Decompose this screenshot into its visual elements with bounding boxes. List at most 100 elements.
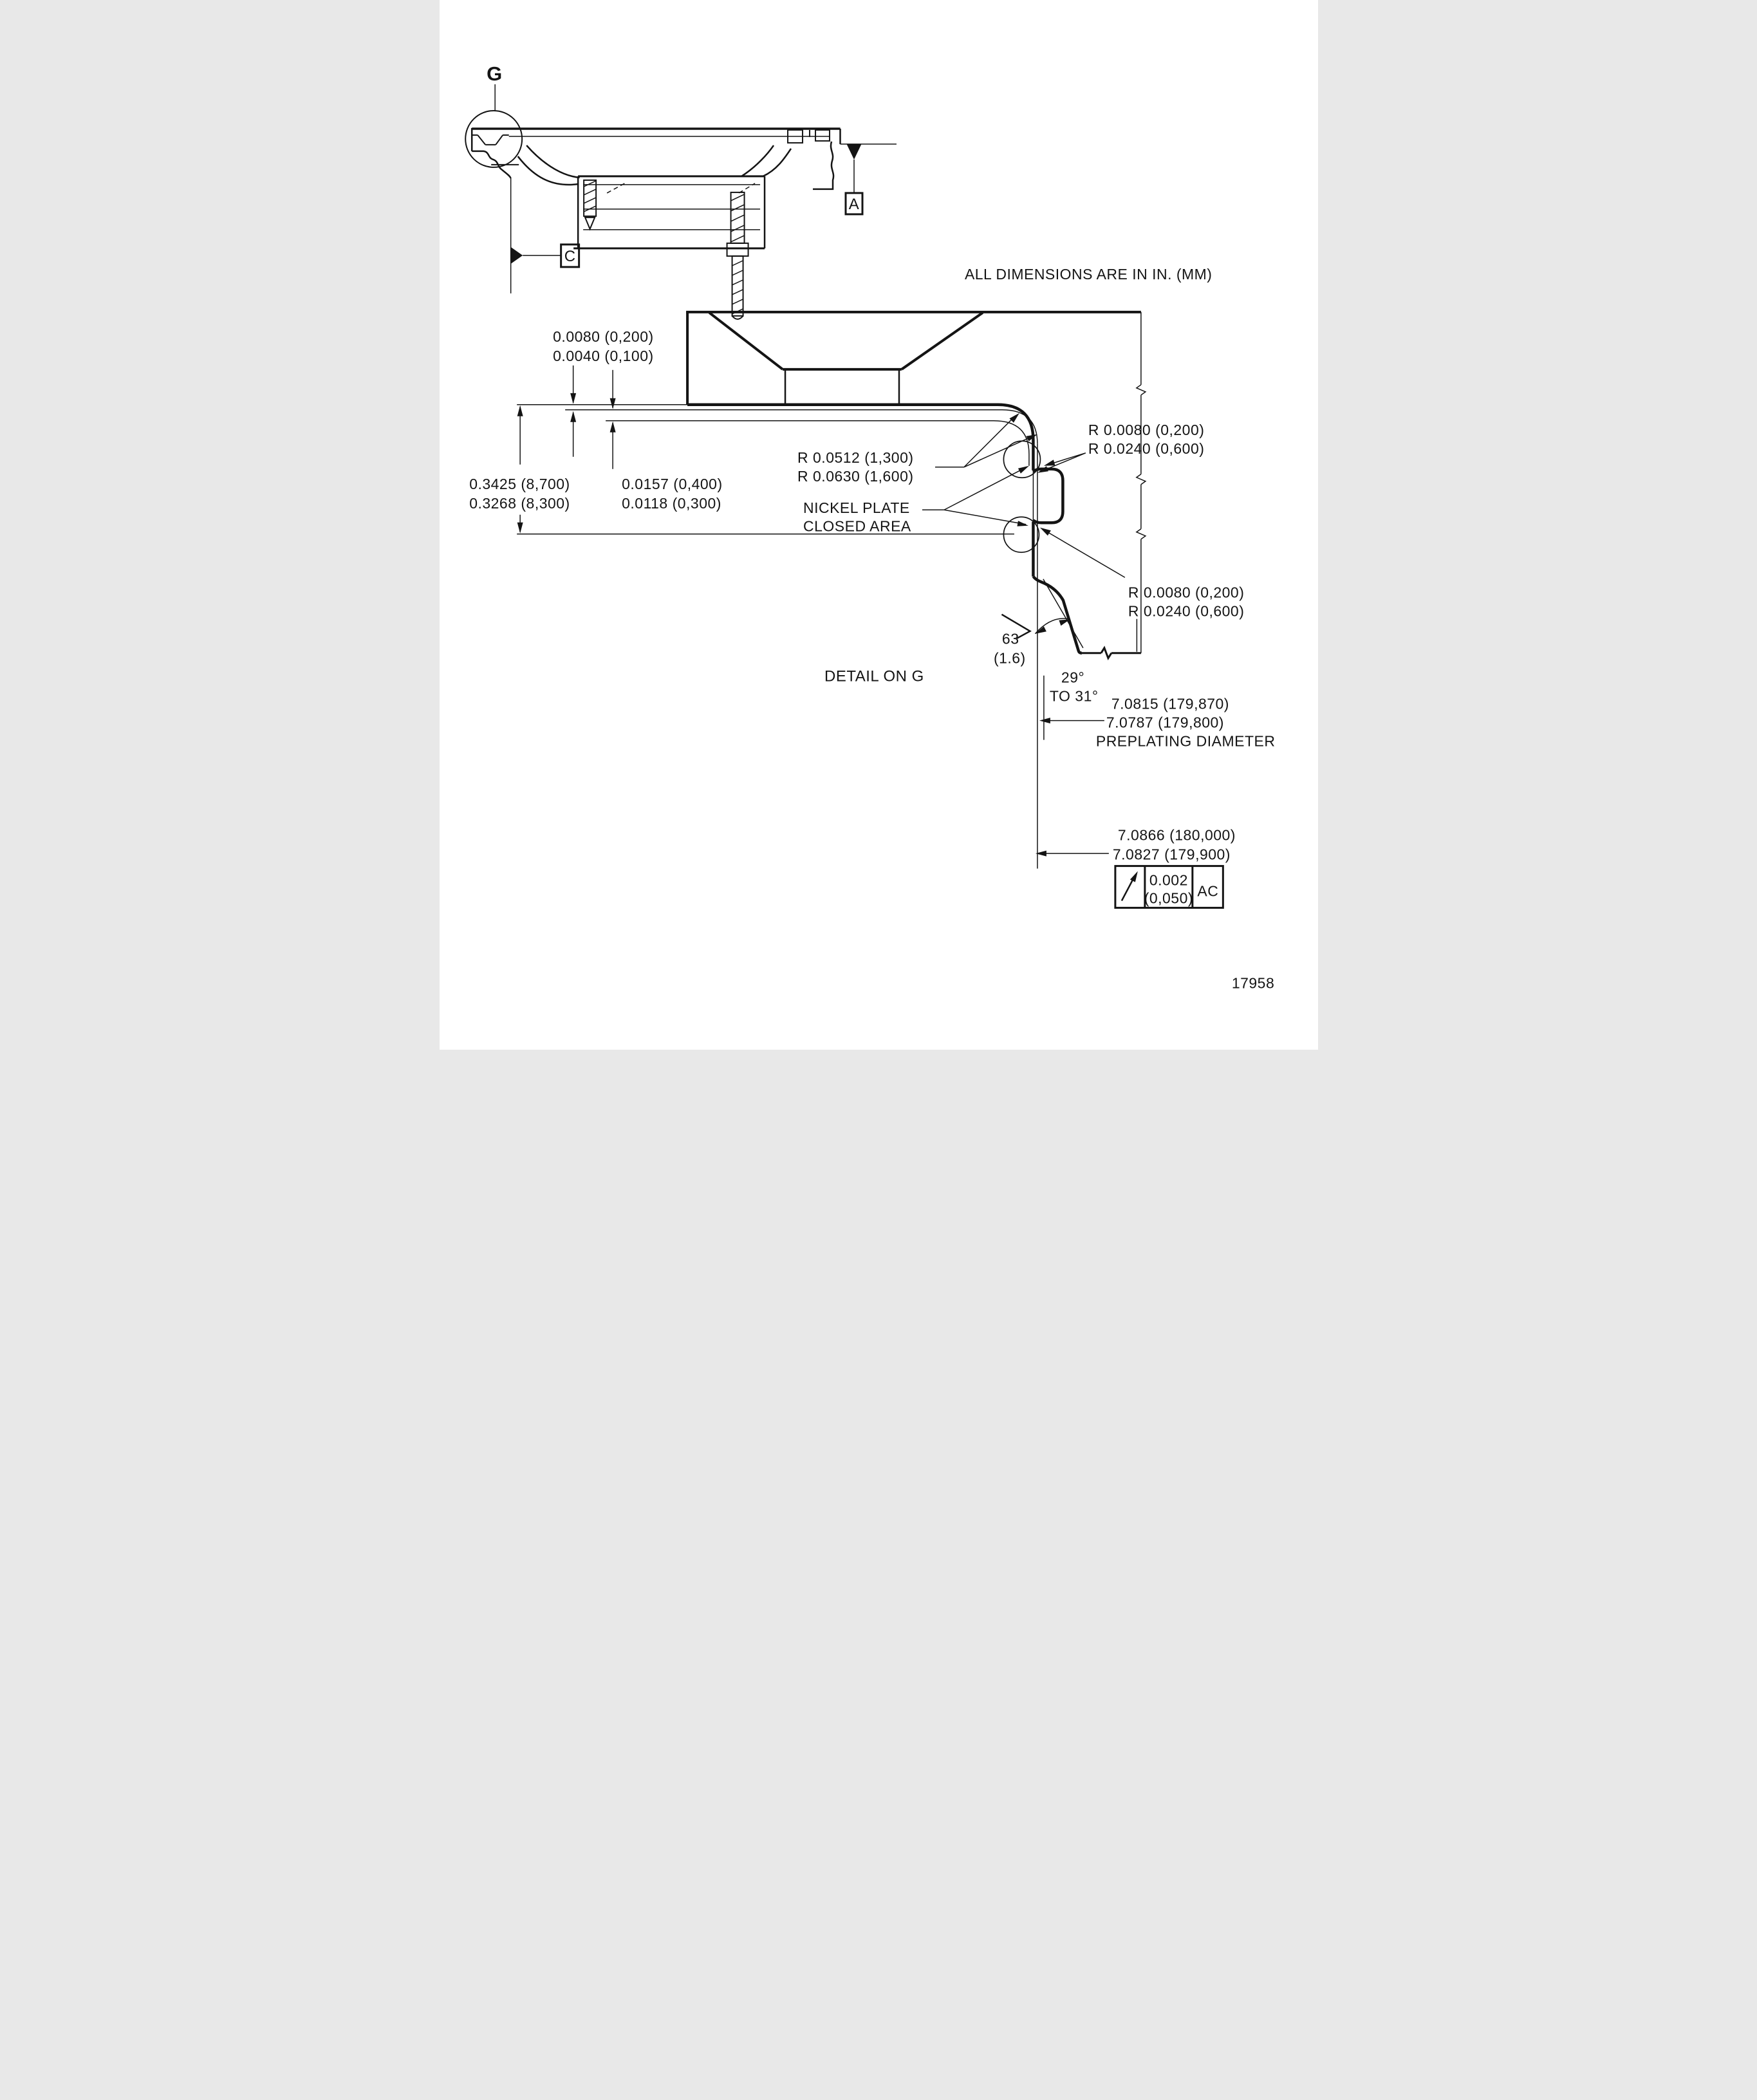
plating-line-1 (564, 409, 1038, 444)
surface-finish-symbol: 63 (1.6) (993, 613, 1032, 667)
nickel-note-line2: CLOSED AREA (803, 518, 911, 535)
arrow-icon (517, 405, 523, 416)
detail-g-view: 63 (1.6) 29° TO 31° 7.0815 (179,870) 7.0… (469, 310, 1275, 909)
datum-c-box (559, 243, 580, 268)
plate-gap-lower-line1: 0.0157 (0,400) (622, 476, 723, 492)
tip-countersink (471, 134, 509, 145)
arrow-icon (609, 398, 616, 409)
arrow-icon (1037, 466, 1048, 473)
chamfer-reference-line (1042, 579, 1084, 649)
datum-a-flag: A (840, 144, 897, 216)
arrow-icon (570, 393, 576, 404)
detail-circle (464, 109, 523, 168)
preplating-label: PREPLATING DIAMETER (1095, 733, 1275, 750)
right-arm-upper (762, 148, 792, 178)
units-note: ALL DIMENSIONS ARE IN IN. (MM) (964, 266, 1212, 283)
left-arm-lower (517, 156, 579, 186)
bead-radius-lower-line1: R 0.0080 (0,200) (1128, 584, 1244, 601)
arrow-icon (1009, 413, 1019, 423)
spoke-arms (517, 145, 792, 194)
flange-height-line2: 0.3268 (8,300) (469, 495, 570, 512)
fcf-tolerance: 0.002 (1149, 872, 1187, 889)
bead-radius-upper-line2: R 0.0240 (0,600) (1088, 440, 1204, 457)
funnel-right-slope (900, 311, 983, 371)
fcf-box (1113, 865, 1224, 909)
arrow-icon (1018, 465, 1029, 474)
far-side-extension-line (1135, 311, 1146, 653)
corner-radius-line1: R 0.0512 (1,300) (797, 449, 914, 466)
bead-radius-lower-line2: R 0.0240 (0,600) (1128, 603, 1244, 620)
angle-dimension: 29° TO 31° (1034, 618, 1098, 705)
arrow-icon (1039, 527, 1051, 536)
arrow-icon (1034, 626, 1046, 634)
runout-symbol-icon (1120, 877, 1135, 902)
section-view: G (464, 62, 897, 320)
stud-tip (731, 315, 743, 320)
finish-value: 63 (1001, 631, 1019, 647)
plating-line-2 (605, 420, 1030, 466)
angle-value-2: TO 31° (1049, 688, 1098, 705)
arrow-icon (517, 522, 523, 534)
plate-gap-lower-line2: 0.0118 (0,300) (622, 495, 721, 512)
nickel-note-line1: NICKEL PLATE (803, 499, 910, 516)
right-ribbed-edge (812, 141, 834, 190)
angle-arc (1034, 618, 1070, 635)
arrow-icon (1016, 521, 1028, 526)
fcf-tolerance-mm: (0,050) (1144, 890, 1193, 907)
datum-a-label: A (848, 196, 859, 213)
outer-diameter-line1: 7.0866 (180,000) (1117, 827, 1235, 844)
right-stud (726, 191, 749, 320)
preplating-line1: 7.0815 (179,870) (1111, 696, 1229, 712)
datum-c-label: C (564, 248, 575, 265)
bead-bump (1032, 467, 1064, 525)
detail-circle-label: G (487, 62, 503, 85)
hub-section (573, 175, 765, 320)
arrow-icon (1025, 434, 1037, 441)
engineering-drawing: G (464, 62, 1275, 992)
figure-number: 17958 (1231, 975, 1274, 992)
arrow-icon (1058, 619, 1070, 626)
corner-radius-leader (934, 415, 1034, 468)
right-arm-lower (740, 145, 774, 177)
bottom-edge-with-break (1081, 646, 1141, 661)
left-stud-body (582, 179, 597, 217)
finish-metric: (1.6) (993, 650, 1025, 667)
reference-lines (516, 311, 1146, 869)
left-stud-tip (584, 216, 596, 231)
feature-control-frame: 0.002 (0,050) AC (1113, 865, 1224, 909)
lower-bead-radius-leader (1042, 528, 1125, 578)
arrow-icon (1043, 460, 1055, 466)
plate-gap-upper-line1: 0.0080 (0,200) (553, 328, 654, 345)
funnel-left-slope (708, 311, 783, 371)
runout-arrow-icon (1130, 871, 1138, 882)
countersink-funnel (708, 311, 983, 404)
outer-diameter-dimension: 7.0866 (180,000) 7.0827 (179,900) (1035, 827, 1235, 863)
nickel-plate-leader (922, 467, 1027, 525)
finish-check-icon (1001, 613, 1032, 640)
datum-c-flag: C (510, 178, 580, 293)
drawing-sheet: G (439, 0, 1318, 1050)
fcf-datum-ref: AC (1197, 883, 1218, 900)
left-arm-upper (525, 145, 580, 179)
datum-a-triangle-icon (846, 144, 862, 160)
stud-thread (731, 255, 744, 317)
left-stud (582, 179, 597, 231)
arrow-icon (1035, 850, 1046, 857)
boss-pocket-2 (814, 129, 830, 142)
left-stud-hatch (583, 180, 596, 212)
plate-gap-upper-line2: 0.0040 (0,100) (553, 348, 654, 364)
right-stud-hatch (730, 194, 745, 243)
corner-radius-line2: R 0.0630 (1,600) (797, 468, 914, 485)
leader-lines (922, 413, 1137, 652)
arrow-icon (609, 421, 616, 432)
flange-height-line1: 0.3425 (8,700) (469, 476, 570, 492)
angle-value-1: 29° (1061, 669, 1084, 686)
boss-pocket-1 (786, 129, 803, 144)
tip-hook-profile (471, 150, 512, 179)
rim-plate (470, 127, 841, 190)
outer-diameter-line2: 7.0827 (179,900) (1112, 846, 1230, 863)
detail-title: DETAIL ON G (824, 668, 924, 685)
stud-nut (726, 242, 749, 257)
arrow-icon (1039, 718, 1050, 724)
left-dimensions (517, 365, 616, 534)
